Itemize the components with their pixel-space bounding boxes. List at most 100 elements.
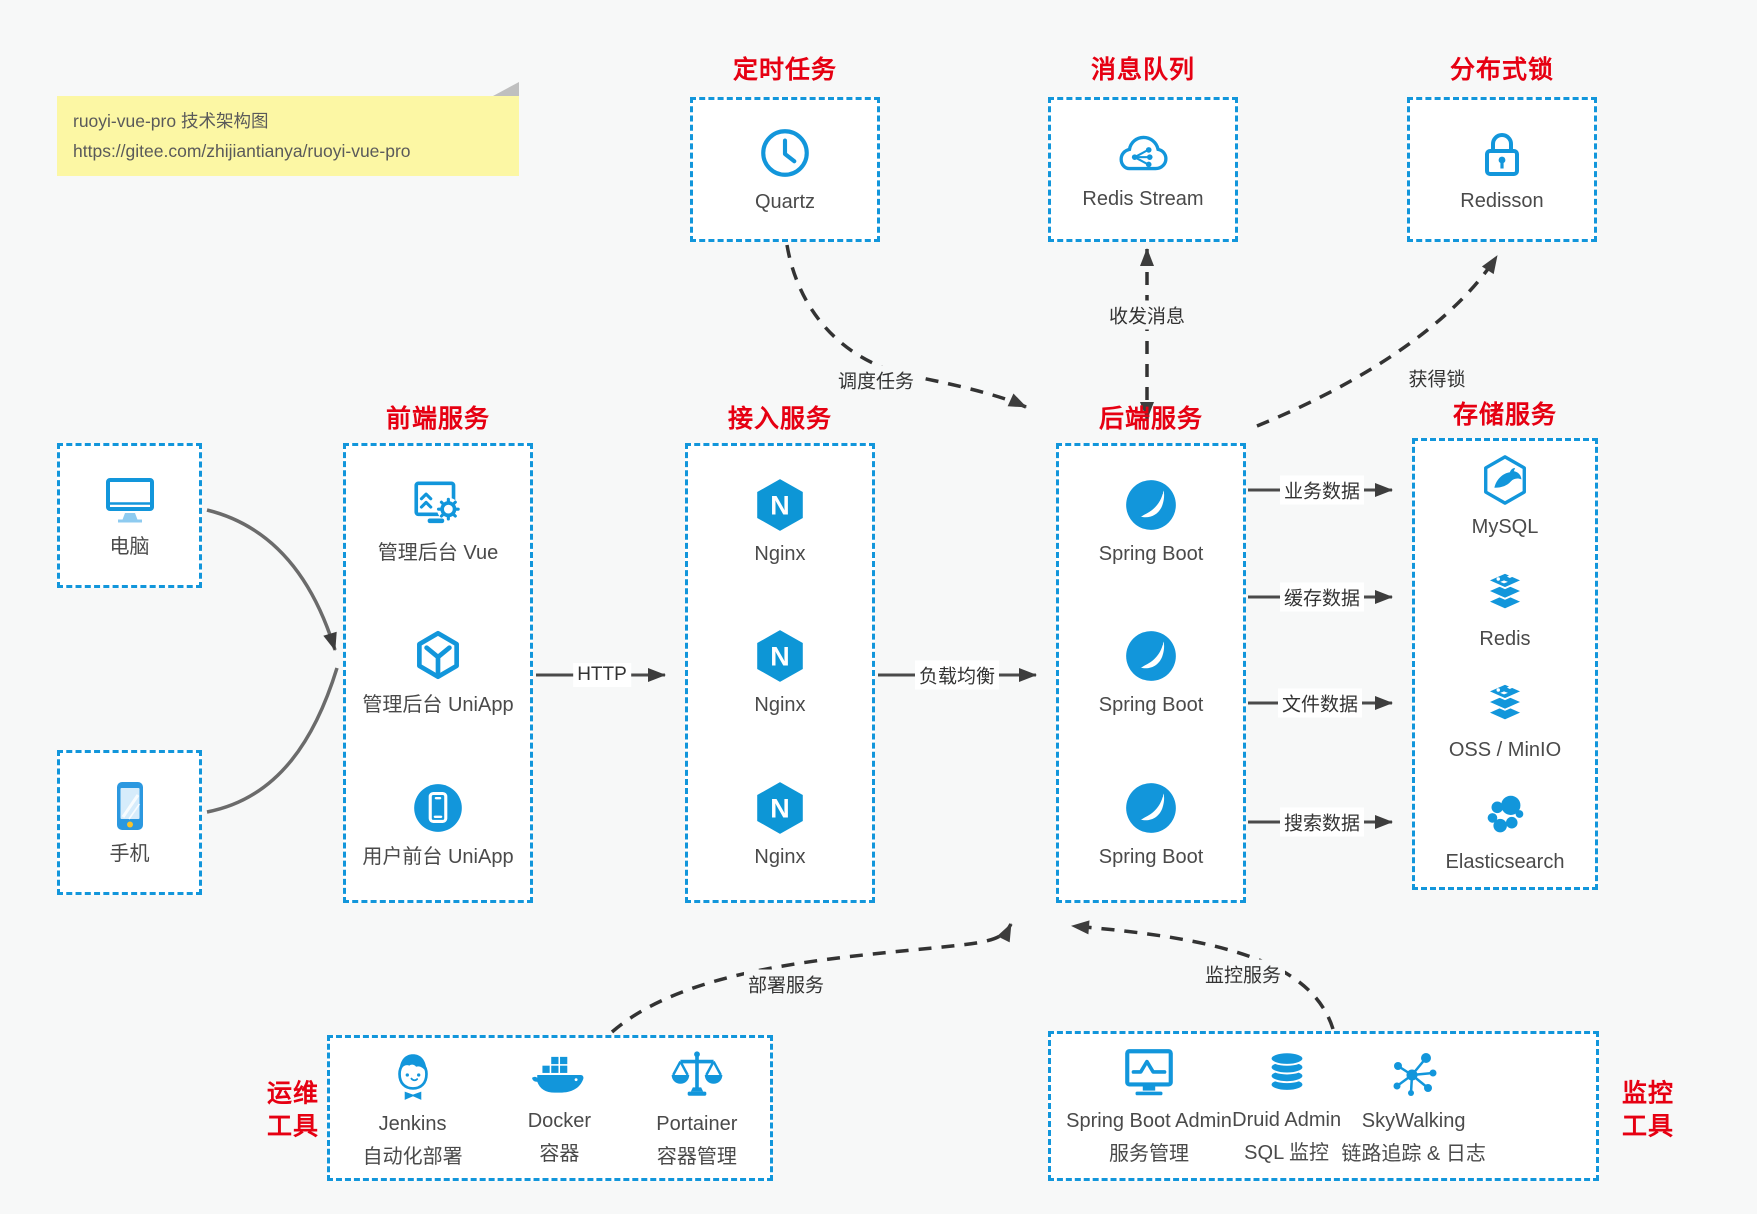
- edge-label-monitoring: 监控服务: [1200, 959, 1286, 989]
- spring-boot-admin-icon: [1125, 1049, 1173, 1096]
- note-title: ruoyi-vue-pro 技术架构图: [73, 111, 269, 131]
- item-redis: Redis: [1478, 565, 1532, 652]
- item-label: 电脑: [109, 536, 150, 558]
- note-fold-corner: [493, 82, 519, 96]
- nginx-icon: N: [757, 630, 803, 683]
- sticky-note: ruoyi-vue-pro 技术架构图 https://gitee.com/zh…: [57, 82, 519, 177]
- spring-boot-icon: [1126, 782, 1176, 833]
- item-label: 用户前台 UniApp: [362, 845, 514, 868]
- item-sublabel: 容器: [539, 1143, 580, 1165]
- item-druid: Druid Admin SQL 监控: [1232, 1046, 1341, 1166]
- box-gateway: N Nginx N Nginx N Nginx: [685, 443, 875, 903]
- box-backend: Spring Boot Spring Boot Spring Boot: [1056, 443, 1246, 903]
- edge-label-biz-data: 业务数据: [1279, 475, 1365, 505]
- svg-text:N: N: [770, 793, 789, 823]
- item-label: OSS / MinIO: [1448, 739, 1562, 762]
- item-label: Spring Boot Admin: [1066, 1110, 1232, 1132]
- oss-stack-icon: [1486, 683, 1524, 722]
- item-label: 手机: [109, 843, 150, 865]
- item-label: Quartz: [754, 191, 816, 213]
- jenkins-icon: [397, 1054, 428, 1100]
- item-oss-minio: OSS / MinIO: [1449, 676, 1561, 763]
- item-label: Redis: [1479, 627, 1531, 650]
- item-label: Redis Stream: [1082, 188, 1204, 210]
- item-spring-boot-1: Spring Boot: [1098, 476, 1204, 567]
- edge-label-schedule: 调度任务: [833, 365, 919, 395]
- item-sublabel: 自动化部署: [362, 1146, 463, 1168]
- item-quartz: Quartz: [755, 124, 815, 215]
- item-spring-boot-2: Spring Boot: [1098, 627, 1204, 718]
- note-url: https://gitee.com/zhijiantianya/ruoyi-vu…: [73, 141, 411, 162]
- item-label: Jenkins: [378, 1113, 447, 1135]
- elasticsearch-icon: [1487, 795, 1524, 833]
- druid-icon: [1269, 1051, 1304, 1092]
- nginx-icon: N: [757, 781, 803, 834]
- item-label: 管理后台 UniApp: [362, 693, 514, 716]
- item-label: Spring Boot: [1098, 845, 1204, 868]
- item-label: Nginx: [754, 694, 806, 717]
- cube-icon: [417, 630, 459, 679]
- item-docker: Docker 容器: [528, 1049, 591, 1167]
- item-nginx-2: N Nginx: [751, 627, 809, 718]
- item-nginx-3: N Nginx: [751, 779, 809, 870]
- item-label: Spring Boot: [1098, 543, 1204, 566]
- solid-arrows: [536, 483, 1393, 829]
- item-label: MySQL: [1471, 516, 1539, 539]
- item-label: Redisson: [1460, 190, 1544, 212]
- mobile-icon: [116, 782, 143, 830]
- mysql-icon: [1484, 455, 1526, 506]
- skywalking-icon: [1393, 1053, 1437, 1096]
- title-storage: 存储服务: [1452, 401, 1558, 429]
- item-portainer: Portainer 容器管理: [656, 1046, 737, 1170]
- item-spring-boot-admin: Spring Boot Admin 服务管理: [1066, 1045, 1232, 1167]
- item-user-uniapp: 用户前台 UniApp: [362, 779, 514, 870]
- item-elasticsearch: Elasticsearch: [1446, 788, 1564, 875]
- edge-label-file-data: 文件数据: [1277, 688, 1363, 718]
- edge-label-http: HTTP: [573, 663, 631, 687]
- title-scheduler: 定时任务: [732, 56, 838, 84]
- lock-icon: [1484, 133, 1519, 176]
- title-gateway: 接入服务: [727, 405, 833, 433]
- box-client-pc: 电脑: [57, 443, 202, 588]
- item-label: Nginx: [754, 543, 806, 566]
- box-monitor: Spring Boot Admin 服务管理 Druid Admin SQL 监…: [1048, 1031, 1599, 1181]
- item-label: SkyWalking: [1361, 1110, 1466, 1132]
- item-label: Docker: [527, 1110, 592, 1132]
- box-storage: MySQL Redis: [1412, 438, 1598, 890]
- portainer-icon: [671, 1051, 723, 1096]
- item-sublabel: SQL 监控: [1244, 1142, 1330, 1164]
- title-mq: 消息队列: [1090, 56, 1196, 84]
- item-label: 管理后台 Vue: [377, 541, 499, 564]
- edge-label-mq-message: 收发消息: [1104, 300, 1190, 330]
- item-jenkins: Jenkins 自动化部署: [363, 1046, 463, 1170]
- spring-boot-icon: [1126, 480, 1176, 531]
- admin-vue-icon: [414, 480, 460, 523]
- box-devops: Jenkins 自动化部署 Docker 容器: [327, 1035, 773, 1181]
- edge-label-deploy: 部署服务: [743, 969, 829, 999]
- item-sublabel: 链路追踪 & 日志: [1341, 1143, 1486, 1165]
- spring-boot-icon: [1126, 631, 1176, 682]
- item-label: Spring Boot: [1098, 694, 1204, 717]
- item-admin-vue: 管理后台 Vue: [378, 477, 498, 566]
- title-lock: 分布式锁: [1449, 56, 1555, 84]
- title-devops: 运维 工具: [266, 1079, 320, 1141]
- item-phone: 手机: [102, 778, 158, 867]
- item-mysql: MySQL: [1471, 453, 1539, 540]
- title-backend: 后端服务: [1098, 405, 1204, 433]
- client-to-frontend-arrows: [206, 508, 339, 814]
- item-sublabel: 容器管理: [656, 1146, 737, 1168]
- item-label: Druid Admin: [1232, 1109, 1342, 1131]
- box-lock: Redisson: [1407, 97, 1597, 242]
- title-monitor: 监控 工具: [1621, 1079, 1675, 1141]
- item-sublabel: 服务管理: [1108, 1143, 1189, 1165]
- item-admin-uniapp: 管理后台 UniApp: [362, 627, 514, 718]
- item-redis-stream: Redis Stream: [1082, 127, 1204, 212]
- box-frontend: 管理后台 Vue 管理后台 UniApp 用户前台 UniApp: [343, 443, 533, 903]
- item-skywalking: SkyWalking 链路追踪 & 日志: [1341, 1045, 1486, 1167]
- item-nginx-1: N Nginx: [751, 476, 809, 567]
- item-pc: 电脑: [102, 471, 158, 560]
- title-frontend: 前端服务: [385, 405, 491, 433]
- edge-label-get-lock: 获得锁: [1404, 363, 1470, 393]
- svg-text:N: N: [770, 490, 789, 520]
